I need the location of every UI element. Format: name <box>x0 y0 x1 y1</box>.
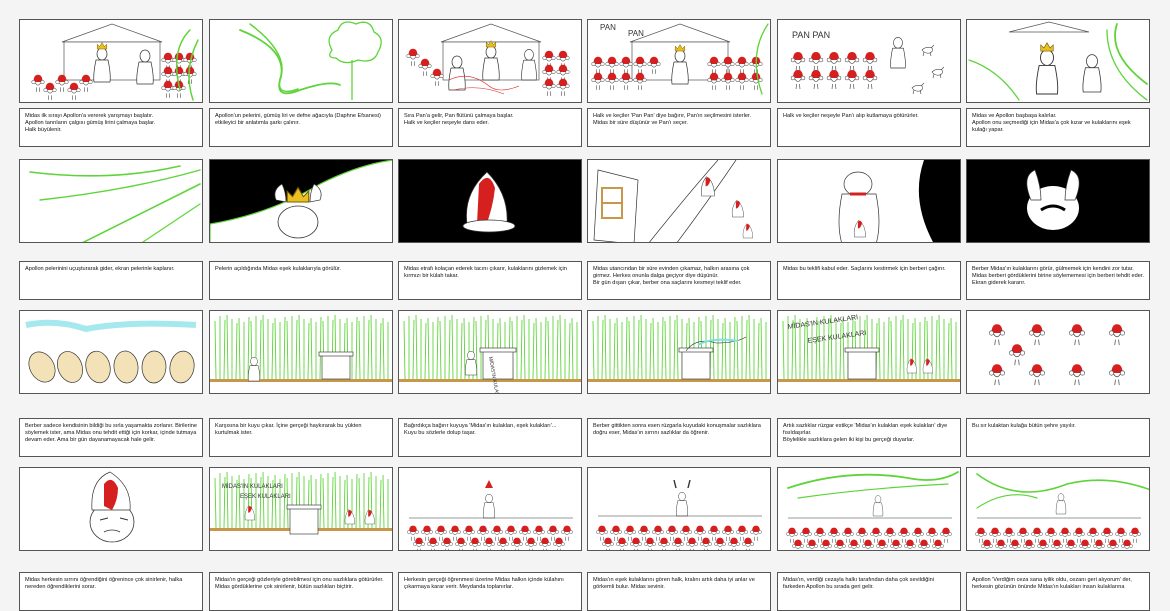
panel-drawing <box>588 468 771 551</box>
svg-text:MİDAS'IN KULAKLARI: MİDAS'IN KULAKLARI <box>222 483 283 490</box>
panel-caption-1-5: Halk ve keçiler neşeyle Pan'ı alıp kutla… <box>777 108 961 147</box>
panel-caption-3-2: Karşısına bir kuyu çıkar. İçine gerçeği … <box>209 418 393 457</box>
storyboard-panel-3-2 <box>209 310 393 394</box>
panel-caption-1-1: Midas ilk sırayı Apollon'a vererek yarış… <box>19 108 203 147</box>
panel-drawing <box>20 160 203 243</box>
storyboard-panel-1-1 <box>19 19 203 103</box>
storyboard-panel-2-2 <box>209 159 393 243</box>
panel-caption-1-3: Sıra Pan'a gelir, Pan flütünü çalmaya ba… <box>398 108 582 147</box>
panel-drawing <box>20 20 203 103</box>
panel-caption-2-4: Midas utancından bir süre evinden çıkama… <box>587 261 771 300</box>
panel-drawing <box>588 160 771 243</box>
panel-drawing <box>967 160 1150 243</box>
storyboard-panel-2-4 <box>587 159 771 243</box>
panel-caption-1-6: Midas ve Apollon başbaşa kalırlar. Apoll… <box>966 108 1150 147</box>
storyboard-panel-3-3: MİDAS'IN KULAKLARI <box>398 310 582 394</box>
panel-drawing <box>967 20 1150 103</box>
panel-caption-4-4: Midas'ın eşek kulaklarını gören halk, kr… <box>587 572 771 611</box>
panel-caption-3-6: Bu sır kulaktan kulağa bütün şehre yayıl… <box>966 418 1150 457</box>
panel-drawing <box>210 160 393 243</box>
panel-drawing <box>967 311 1150 394</box>
panel-drawing <box>399 468 582 551</box>
svg-text:PAN: PAN <box>628 29 644 38</box>
storyboard-panel-4-6 <box>966 467 1150 551</box>
storyboard-panel-3-1 <box>19 310 203 394</box>
panel-drawing: MİDAS'IN KULAKLARI EŞEK KULAKLARI <box>210 468 393 551</box>
storyboard-panel-3-6 <box>966 310 1150 394</box>
panel-caption-4-5: Midas'ın, verdiği cezayla halkı tarafınd… <box>777 572 961 611</box>
storyboard-panel-2-3 <box>398 159 582 243</box>
panel-caption-1-2: Apollon'un pelerini, gümüş liri ve defne… <box>209 108 393 147</box>
storyboard-panel-4-2: MİDAS'IN KULAKLARI EŞEK KULAKLARI <box>209 467 393 551</box>
panel-caption-3-3: Bağırdıkça bağırır kuyuya 'Midas'ın kula… <box>398 418 582 457</box>
panel-caption-4-2: Midas'ın gerçeği gözleriyle görebilmesi … <box>209 572 393 611</box>
panel-drawing <box>778 468 961 551</box>
storyboard-panel-2-5 <box>777 159 961 243</box>
panel-caption-4-1: Midas herkesin sırrını öğrendiğini öğren… <box>19 572 203 611</box>
storyboard-panel-1-6 <box>966 19 1150 103</box>
storyboard-panel-1-4: PAN PAN <box>587 19 771 103</box>
panel-drawing: PAN PAN <box>588 20 771 103</box>
storyboard-panel-4-3 <box>398 467 582 551</box>
panel-caption-2-1: Apollon pelerinini uçuşturarak gider, ek… <box>19 261 203 300</box>
panel-drawing <box>588 311 771 394</box>
storyboard-panel-2-1 <box>19 159 203 243</box>
storyboard-panel-1-3 <box>398 19 582 103</box>
panel-caption-4-6: Apollon 'Verdiğim ceza sana iyilik oldu,… <box>966 572 1150 611</box>
panel-drawing <box>210 311 393 394</box>
panel-caption-2-6: Berber Midas'ın kulaklarını görür, gülme… <box>966 261 1150 300</box>
panel-drawing <box>399 160 582 243</box>
storyboard-panel-1-2 <box>209 19 393 103</box>
panel-drawing: MİDAS'IN KULAKLARI <box>399 311 582 394</box>
panel-drawing <box>399 20 582 103</box>
svg-text:PAN: PAN <box>600 23 616 32</box>
storyboard-panel-4-1 <box>19 467 203 551</box>
panel-drawing <box>210 20 393 103</box>
panel-caption-2-3: Midas etrafı kolaçan ederek tacını çıkar… <box>398 261 582 300</box>
panel-drawing: PAN PAN <box>778 20 961 103</box>
storyboard-panel-4-4 <box>587 467 771 551</box>
storyboard-panel-3-4 <box>587 310 771 394</box>
panel-caption-4-3: Herkesin gerçeği öğrenmesi üzerine Midas… <box>398 572 582 611</box>
svg-text:EŞEK KULAKLARI: EŞEK KULAKLARI <box>240 494 291 500</box>
panel-drawing <box>967 468 1150 551</box>
svg-text:EŞEK KULAKLARI: EŞEK KULAKLARI <box>807 330 867 345</box>
panel-drawing <box>20 468 203 551</box>
panel-drawing <box>20 311 203 394</box>
panel-drawing <box>778 160 961 243</box>
panel-caption-2-5: Midas bu teklifi kabul eder. Saçlarını k… <box>777 261 961 300</box>
panel-caption-3-1: Berber sadece kendisinin bildiği bu sırl… <box>19 418 203 457</box>
svg-text:PAN PAN: PAN PAN <box>792 30 830 40</box>
panel-caption-1-4: Halk ve keçiler 'Pan Pan' diye bağırır, … <box>587 108 771 147</box>
panel-caption-3-5: Artık sazlıklar rüzgar estikçe 'Midas'ın… <box>777 418 961 457</box>
panel-caption-2-2: Pelerin açıldığında Midas eşek kulakları… <box>209 261 393 300</box>
storyboard-panel-4-5 <box>777 467 961 551</box>
panel-caption-3-4: Berber gittikten sonra esen rüzgarla kuy… <box>587 418 771 457</box>
storyboard-panel-1-5: PAN PAN <box>777 19 961 103</box>
storyboard-panel-2-6 <box>966 159 1150 243</box>
